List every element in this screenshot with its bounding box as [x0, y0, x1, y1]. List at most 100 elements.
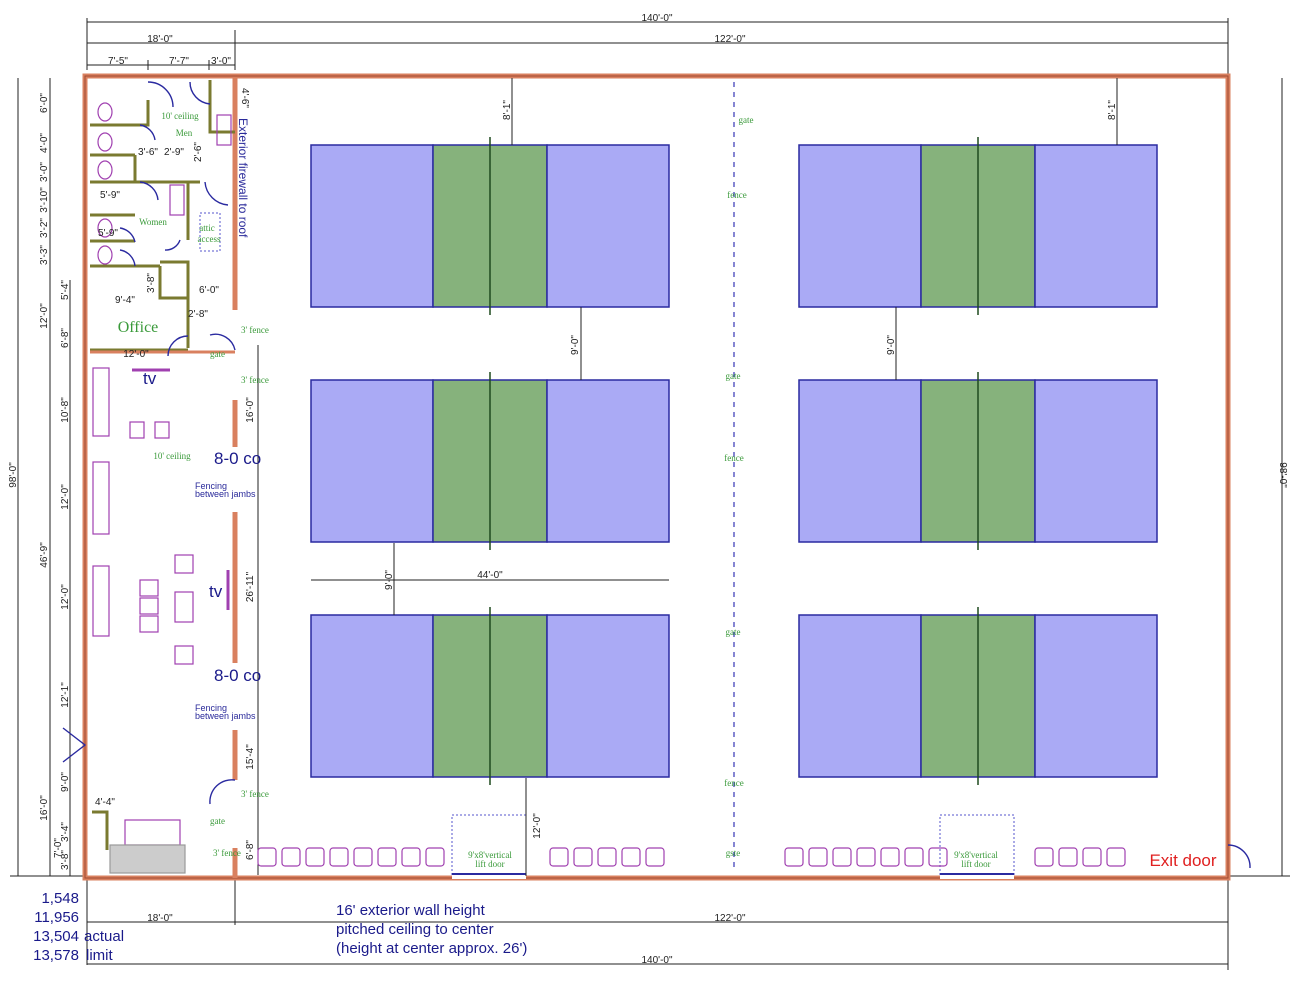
- dim-room: 2'-6": [193, 142, 204, 162]
- label-fencing-2: Fencing: [195, 703, 227, 713]
- dim-left-inner: 3'-4": [60, 822, 71, 842]
- dim-left: 3'-0": [39, 162, 50, 182]
- label-ceiling-small: 10' ceiling: [161, 111, 199, 121]
- dim-fence-a: 16'-0": [245, 397, 256, 423]
- exterior-wall: [82, 73, 1231, 881]
- dim-room: 12'-0": [123, 349, 149, 360]
- chair: [645, 847, 665, 867]
- dim-room: 6'-0": [199, 285, 219, 296]
- label-ceiling: 10' ceiling: [153, 451, 191, 461]
- chair: [1034, 847, 1054, 867]
- dim-top-a: 7'-5": [108, 56, 128, 67]
- label-cased-opening-1: 8-0 co: [214, 449, 261, 468]
- dim-left: 3'-2": [39, 218, 50, 238]
- center-fence-labels: gate fence gate fence gate fence gste: [724, 115, 753, 858]
- dim-court-gap-right: 9'-0": [886, 335, 897, 355]
- dim-right-total: 98'-0": [1277, 462, 1288, 488]
- dim-room: 2'-8": [188, 309, 208, 320]
- chair: [832, 847, 852, 867]
- dim-left-inner: 12'-0": [60, 584, 71, 610]
- chair: [904, 847, 924, 867]
- label-center: gste: [726, 848, 741, 858]
- court: [798, 372, 1158, 550]
- dim-bottom-total: 140'-0": [641, 955, 672, 966]
- chair: [573, 847, 593, 867]
- dim-fence-d: 6'-8": [245, 840, 256, 860]
- court-zone-left: [310, 379, 434, 543]
- courts: [310, 137, 1158, 785]
- dim-room: 3'-8": [146, 273, 157, 293]
- label-center: fence: [724, 778, 743, 788]
- court-zone-left: [798, 614, 922, 778]
- label-center: gate: [726, 627, 741, 637]
- dim-left: 3'-10": [39, 187, 50, 213]
- area-label: limit: [86, 947, 113, 964]
- dim-left: 46'-9": [39, 542, 50, 568]
- area-value: 11,956: [34, 909, 79, 926]
- chair: [257, 847, 277, 867]
- chair: [549, 847, 569, 867]
- label-center: gate: [739, 115, 754, 125]
- label-gate: gate: [210, 816, 225, 826]
- label-cased-opening-2: 8-0 co: [214, 666, 261, 685]
- label-women: Women: [139, 217, 167, 227]
- chair: [353, 847, 373, 867]
- dim-left-inner: 12'-1": [60, 682, 71, 708]
- label-lift-door-1: 9'x8'vertical: [468, 850, 512, 860]
- chair: [377, 847, 397, 867]
- court-zone-right: [1034, 379, 1158, 543]
- dim-top-b: 7'-7": [169, 56, 189, 67]
- dim-left: 3'-3": [39, 245, 50, 265]
- doors: [62, 81, 1251, 869]
- chair: [401, 847, 421, 867]
- label-access: access: [198, 234, 221, 244]
- chair: [425, 847, 445, 867]
- dim-top-c: 3'-0": [211, 56, 231, 67]
- dim-left-inner: 9'-0": [60, 772, 71, 792]
- dim-fence-c: 15'-4": [245, 744, 256, 770]
- chair: [621, 847, 641, 867]
- dim-court-top-left: 8'-1": [502, 100, 513, 120]
- chair: [880, 847, 900, 867]
- label-center: fence: [727, 190, 746, 200]
- area-label: actual: [84, 928, 124, 945]
- label-lift-door-1b: lift door: [475, 859, 504, 869]
- label-fence: 3' fence: [213, 848, 241, 858]
- dim-court-gap-lower: 9'-0": [384, 570, 395, 590]
- chair: [784, 847, 804, 867]
- dim-top-courts: 122'-0": [714, 34, 745, 45]
- court: [310, 372, 670, 550]
- court: [310, 137, 670, 315]
- dim-court-bottom: 12'-0": [532, 813, 543, 839]
- court-zone-right: [1034, 614, 1158, 778]
- room-dimensions: 5'-9" 5'-9" 3'-6" 2'-9" 2'-6" 3'-8" 9'-4…: [95, 88, 250, 808]
- left-dimensions: 6'-0" 4'-0" 3'-0" 3'-10" 3'-2" 3'-3" 12'…: [39, 93, 71, 870]
- label-tv-2: tv: [209, 582, 223, 601]
- dim-left: 4'-0": [39, 133, 50, 153]
- label-fence: 3' fence: [241, 375, 269, 385]
- label-fencing-1: Fencing: [195, 481, 227, 491]
- chair: [305, 847, 325, 867]
- dim-left: 6'-0": [39, 93, 50, 113]
- dim-court-width: 44'-0": [477, 570, 503, 581]
- chair: [597, 847, 617, 867]
- court-zone-left: [310, 144, 434, 308]
- court: [310, 607, 670, 785]
- court-zone-left: [798, 379, 922, 543]
- attic-access-hatch: [199, 212, 221, 252]
- court-zone-left: [798, 144, 922, 308]
- label-fence: 3' fence: [241, 789, 269, 799]
- label-center: gate: [726, 371, 741, 381]
- court-zone-right: [546, 379, 670, 543]
- dim-left: 7'-0": [53, 838, 64, 858]
- dim-room: 4'-4": [95, 797, 115, 808]
- label-fencing-1b: between jambs: [195, 489, 256, 499]
- dim-court-top-right: 8'-1": [1107, 100, 1118, 120]
- chair: [329, 847, 349, 867]
- dim-court-gap-left: 9'-0": [570, 335, 581, 355]
- dim-bottom-office: 18'-0": [147, 913, 173, 924]
- dim-fence-b: 26'-11": [245, 571, 256, 602]
- court-zone-right: [546, 144, 670, 308]
- chair: [808, 847, 828, 867]
